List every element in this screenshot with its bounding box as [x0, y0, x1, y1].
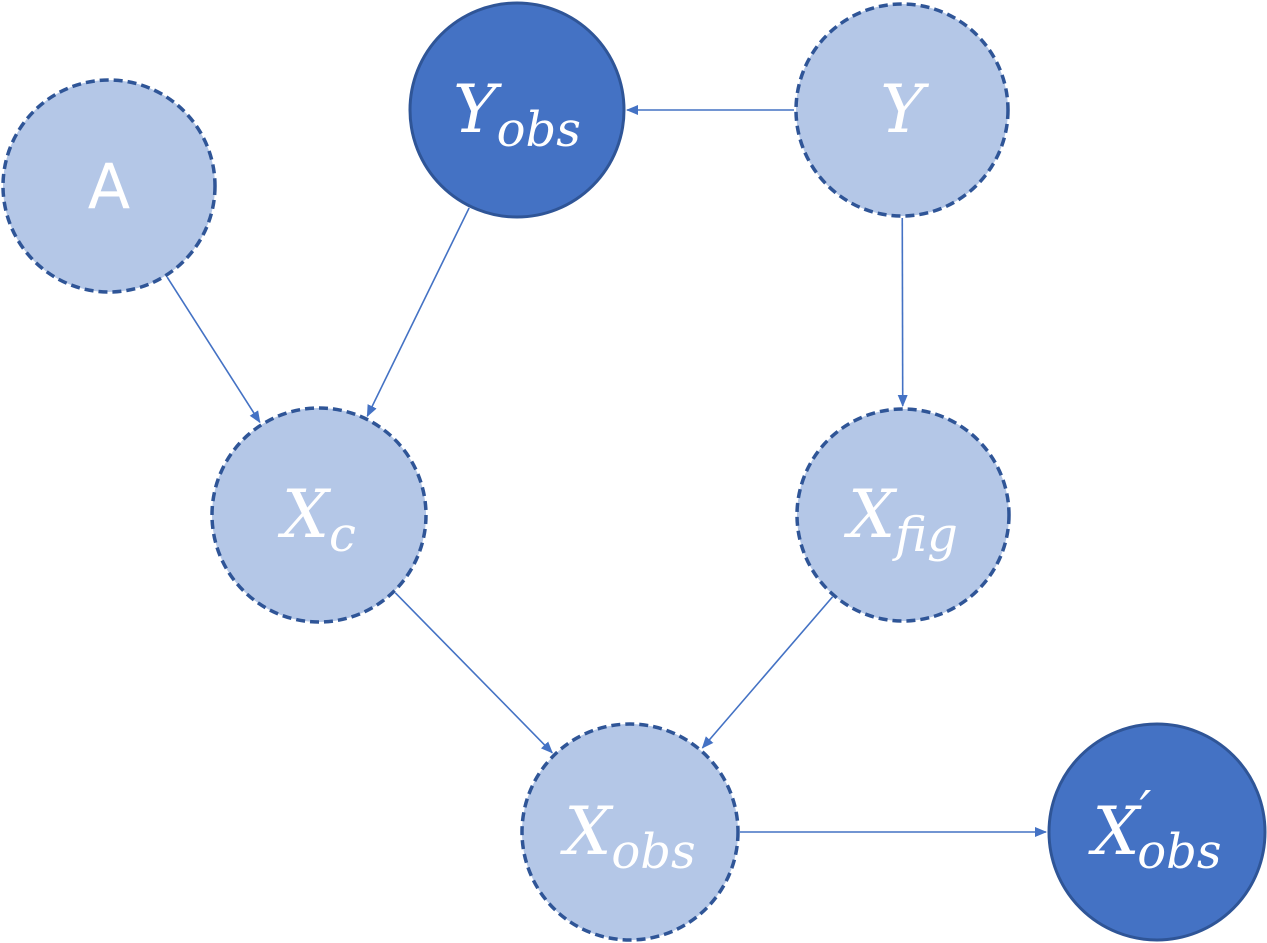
node-x-obs-prime-label: X′obs	[1087, 781, 1221, 880]
node-x-c-symbol: X	[277, 476, 332, 553]
edge-x-c-to-x-obs	[394, 592, 553, 754]
node-x-obs-circle	[520, 722, 740, 942]
node-x-fig-symbol: X	[843, 476, 898, 553]
node-x-obs-subscript: obs	[611, 824, 695, 880]
node-a-label: A	[88, 150, 130, 223]
node-x-c-subscript: c	[329, 507, 356, 563]
edge-x-fig-to-x-obs	[701, 596, 834, 749]
node-a: A	[1, 78, 217, 294]
node-x-c-circle	[210, 406, 428, 624]
node-y-obs-label: Yobs	[453, 71, 581, 158]
node-a-symbol: A	[88, 150, 130, 223]
node-x-obs-prime-subscript: obs	[1137, 824, 1221, 880]
node-y-obs: Yobs	[408, 1, 626, 219]
node-x-obs-prime-circle	[1047, 722, 1267, 942]
node-y-obs-circle	[408, 1, 626, 219]
node-x-fig-subscript: fig	[892, 507, 958, 563]
edges	[166, 105, 1047, 837]
node-x-fig: Xfig	[795, 407, 1011, 623]
node-y-circle	[794, 2, 1010, 218]
edge-a-to-x-c	[166, 276, 261, 424]
node-x-obs: Xobs	[520, 722, 740, 942]
edge-y-obs-to-x-c	[366, 207, 470, 418]
node-a-circle	[1, 78, 217, 294]
node-x-obs-symbol: X	[559, 793, 614, 870]
node-y: Y	[794, 2, 1010, 218]
node-x-obs-prime: X′obs	[1047, 722, 1267, 942]
node-x-fig-label: Xfig	[843, 476, 958, 563]
node-y-obs-symbol: Y	[453, 71, 502, 148]
node-x-obs-prime-prime: ′	[1139, 781, 1151, 841]
node-x-c-label: Xc	[277, 476, 356, 563]
node-y-label: Y	[880, 71, 929, 148]
node-x-c: Xc	[210, 406, 428, 624]
node-y-symbol: Y	[880, 71, 929, 148]
node-x-obs-label: Xobs	[559, 793, 695, 880]
node-y-obs-subscript: obs	[497, 102, 581, 158]
node-x-fig-circle	[795, 407, 1011, 623]
node-x-obs-prime-symbol: X	[1087, 793, 1142, 870]
